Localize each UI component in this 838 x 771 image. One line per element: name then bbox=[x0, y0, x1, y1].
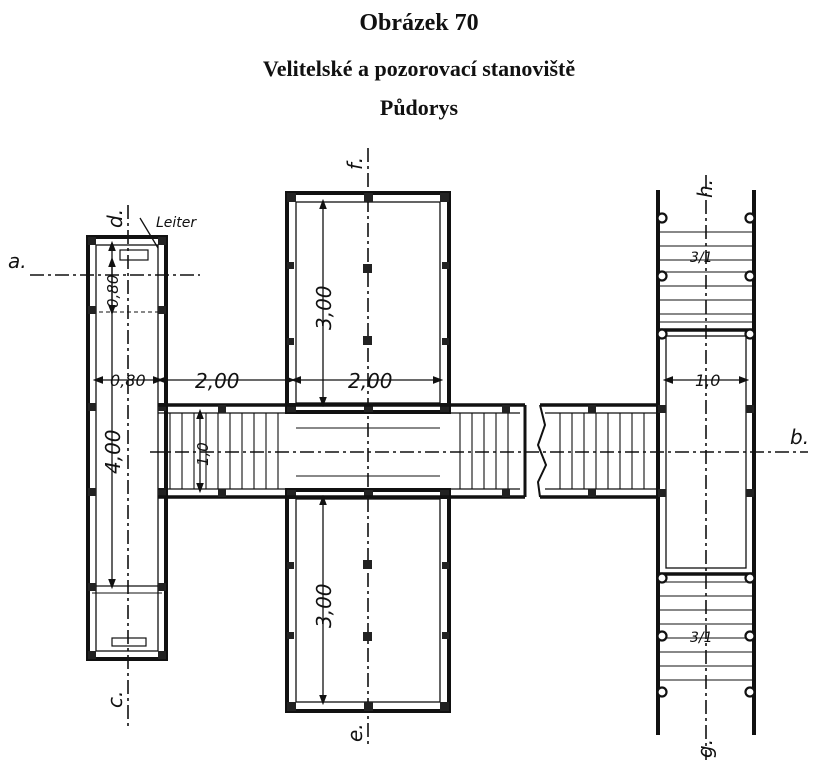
leiter-label: Leiter bbox=[156, 215, 197, 231]
dim-200-right: 2,00 bbox=[348, 369, 393, 393]
dim-300-top: 3,00 bbox=[312, 285, 336, 330]
dim-300-bottom: 3,00 bbox=[312, 583, 336, 628]
figure-number: Obrázek 70 bbox=[359, 10, 479, 36]
axis-g-label: g. bbox=[693, 739, 717, 758]
tower-posts bbox=[656, 212, 756, 698]
stair-bottom bbox=[660, 581, 752, 681]
dim-080-mid: 0,80 bbox=[110, 371, 146, 390]
axis-d-label: d. bbox=[103, 209, 127, 228]
axis-h-label: h. bbox=[693, 179, 717, 198]
dim-200-left: 2,00 bbox=[195, 369, 240, 393]
view-label: Půdorys bbox=[379, 95, 459, 120]
axis-a-label: a. bbox=[8, 249, 27, 273]
axis-b-label: b. bbox=[790, 425, 809, 449]
left-room-posts bbox=[88, 237, 166, 659]
figure-title: Velitelské a pozorovací stanoviště bbox=[262, 56, 576, 81]
stair-top bbox=[660, 231, 752, 323]
left-room bbox=[86, 235, 168, 661]
corridor-left-planks bbox=[169, 413, 509, 489]
dim-080-top: 0,80 bbox=[104, 275, 122, 308]
central-posts bbox=[287, 193, 449, 711]
axis-f-label: f. bbox=[343, 157, 367, 170]
dim-10-left: 1,0 bbox=[194, 442, 212, 466]
stair-bottom-label: 3/1 bbox=[690, 630, 713, 646]
corridor-right bbox=[536, 403, 660, 499]
axis-e-label: e. bbox=[343, 723, 367, 742]
corridor-left bbox=[158, 403, 527, 499]
stair-top-label: 3/1 bbox=[690, 250, 713, 266]
dim-400: 4,00 bbox=[101, 429, 125, 474]
dim-10-right: 1,0 bbox=[695, 371, 720, 390]
right-tower bbox=[656, 190, 756, 735]
axis-c-label: c. bbox=[103, 691, 127, 708]
